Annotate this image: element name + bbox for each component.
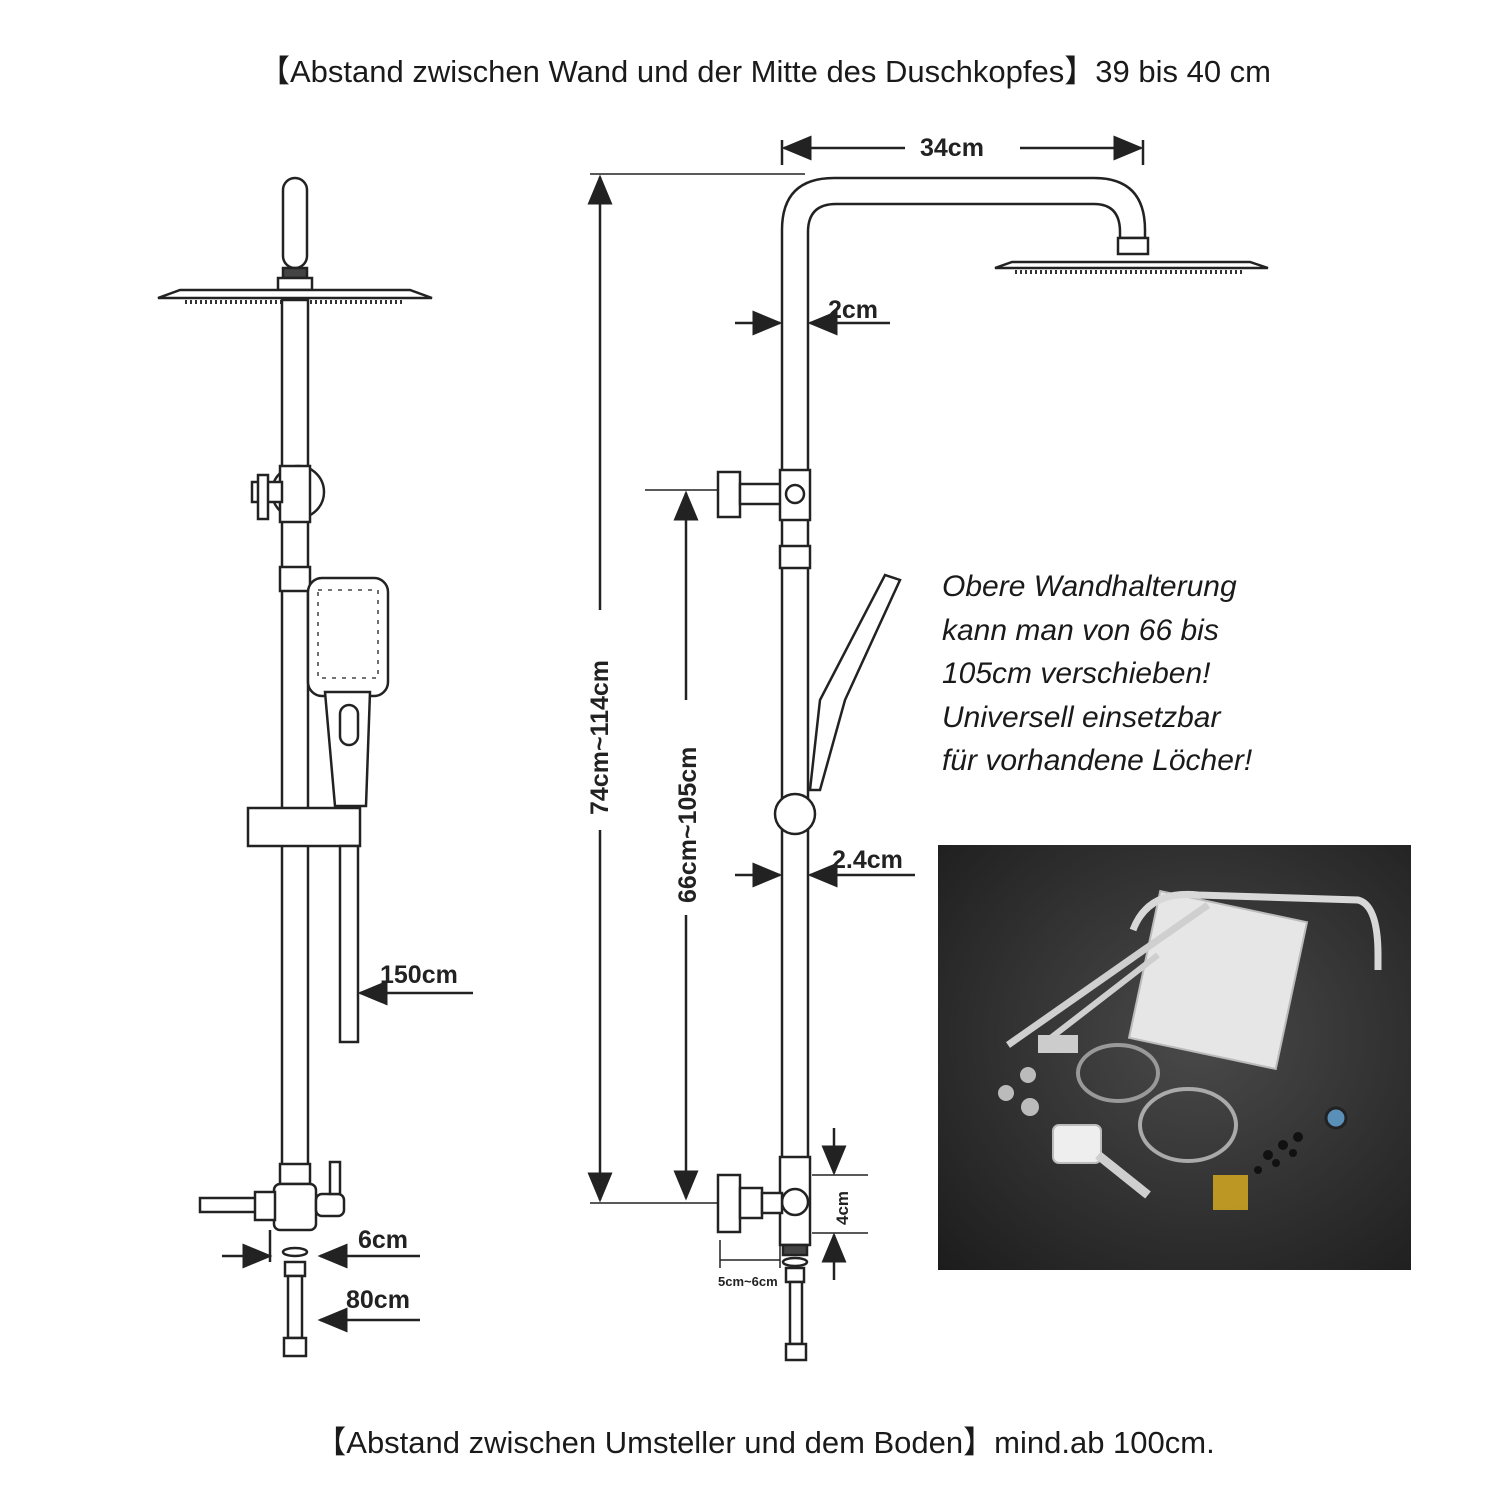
inlet-hose-label: 80cm [346, 1286, 410, 1314]
product-photo [938, 845, 1411, 1270]
top-caption: 【Abstand zwischen Wand und der Mitte des… [258, 54, 1271, 89]
diverter-height-label: 4cm [833, 1191, 852, 1225]
inlet-offset-label: 6cm [358, 1226, 408, 1254]
hose-length-label: 150cm [380, 961, 458, 989]
arm-length-label: 34cm [920, 134, 984, 162]
pipe-diameter-label: 2cm [828, 296, 878, 324]
wall-distance-label: 5cm~6cm [718, 1274, 778, 1289]
front-view [157, 176, 433, 1358]
note-line: kann man von 66 bis [942, 613, 1219, 647]
mounting-note: Obere Wandhalterung kann man von 66 bis … [942, 565, 1252, 783]
bracket-range-label: 66cm~105cm [674, 747, 702, 903]
note-line: Obere Wandhalterung [942, 570, 1237, 603]
bottom-caption: 【Abstand zwischen Umsteller und dem Bode… [315, 1425, 1215, 1460]
note-line: 105cm verschieben! [942, 657, 1211, 690]
total-height-label: 74cm~114cm [586, 660, 614, 815]
lower-pipe-diameter-label: 2.4cm [832, 846, 903, 874]
note-line: Universell einsetzbar [942, 700, 1221, 734]
note-line: für vorhandene Löcher! [942, 744, 1253, 777]
side-view [716, 176, 1269, 1362]
